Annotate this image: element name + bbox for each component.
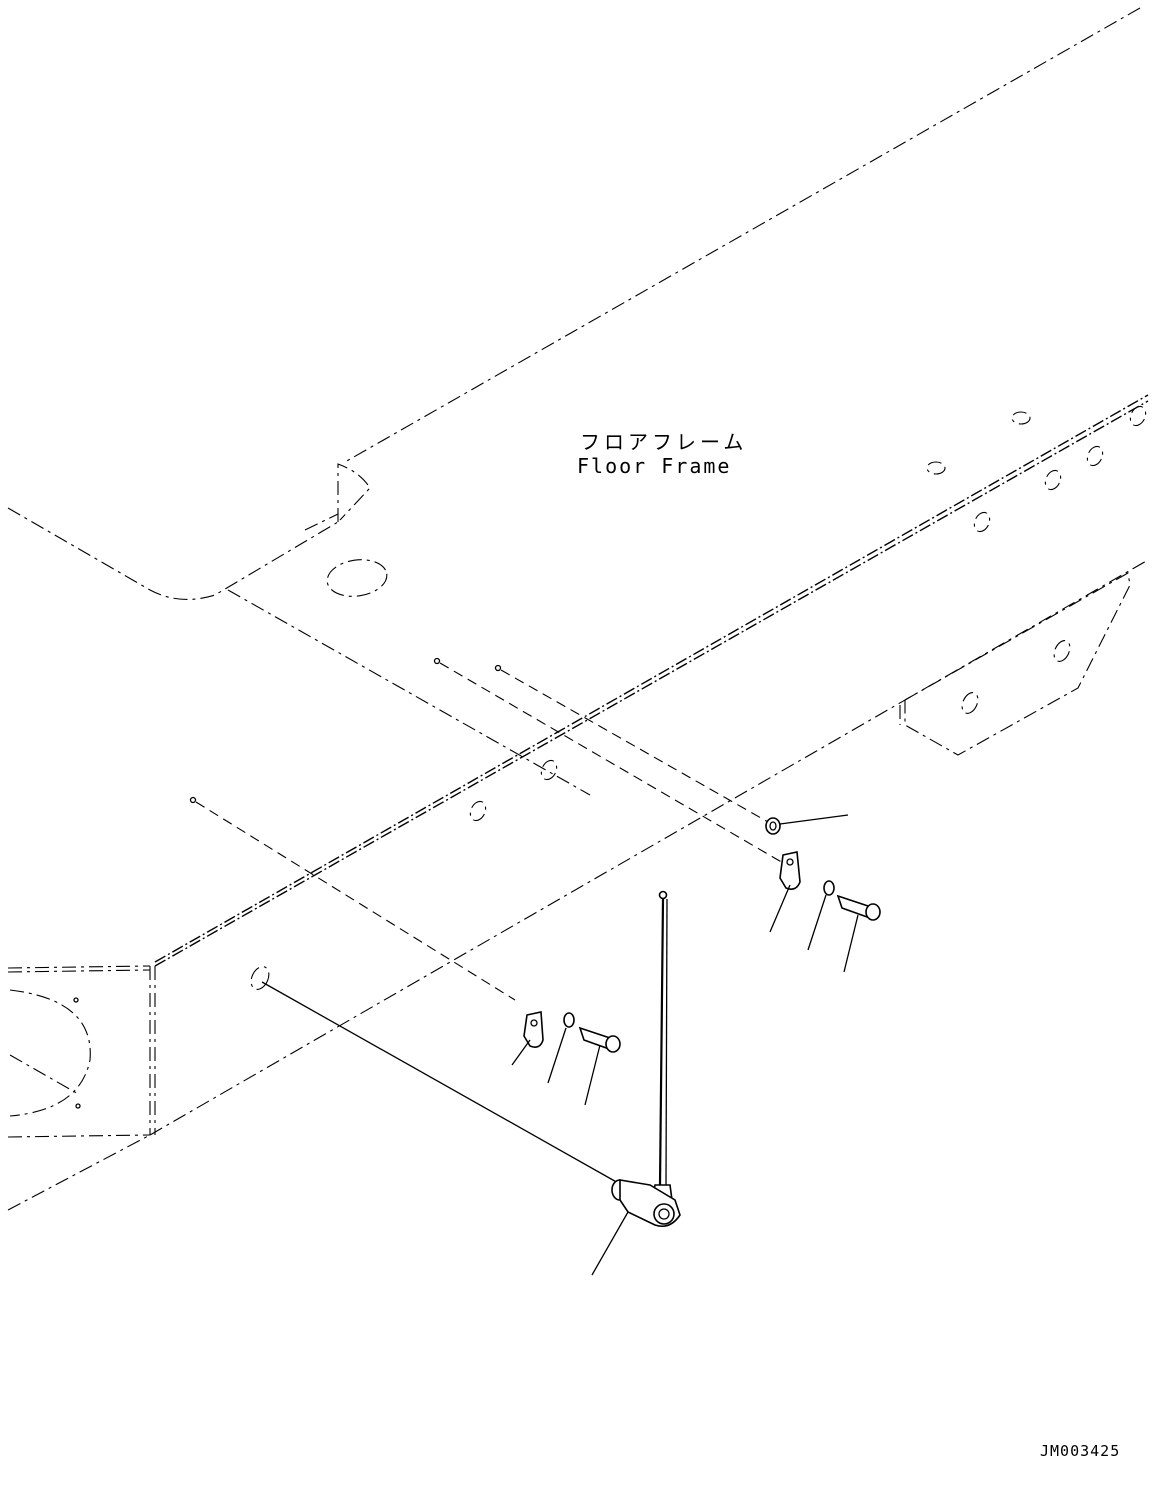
- floor-frame-label-en: Floor Frame: [577, 454, 732, 478]
- floor-frame-label-jp: フロアフレーム: [580, 430, 748, 454]
- antenna-part: [591, 890, 681, 1276]
- frame-body: [7, 394, 1149, 1211]
- assembly-lines: [189, 657, 791, 1185]
- frame-holes: [250, 405, 1147, 990]
- clamp-group-upper: [769, 851, 881, 973]
- floor-frame-outline: [7, 7, 1141, 796]
- lower-bracket: [899, 572, 1131, 756]
- clamp-group-lower: [511, 1011, 621, 1106]
- nut-part: [765, 814, 849, 835]
- drawing-number: JM003425: [1040, 1442, 1121, 1460]
